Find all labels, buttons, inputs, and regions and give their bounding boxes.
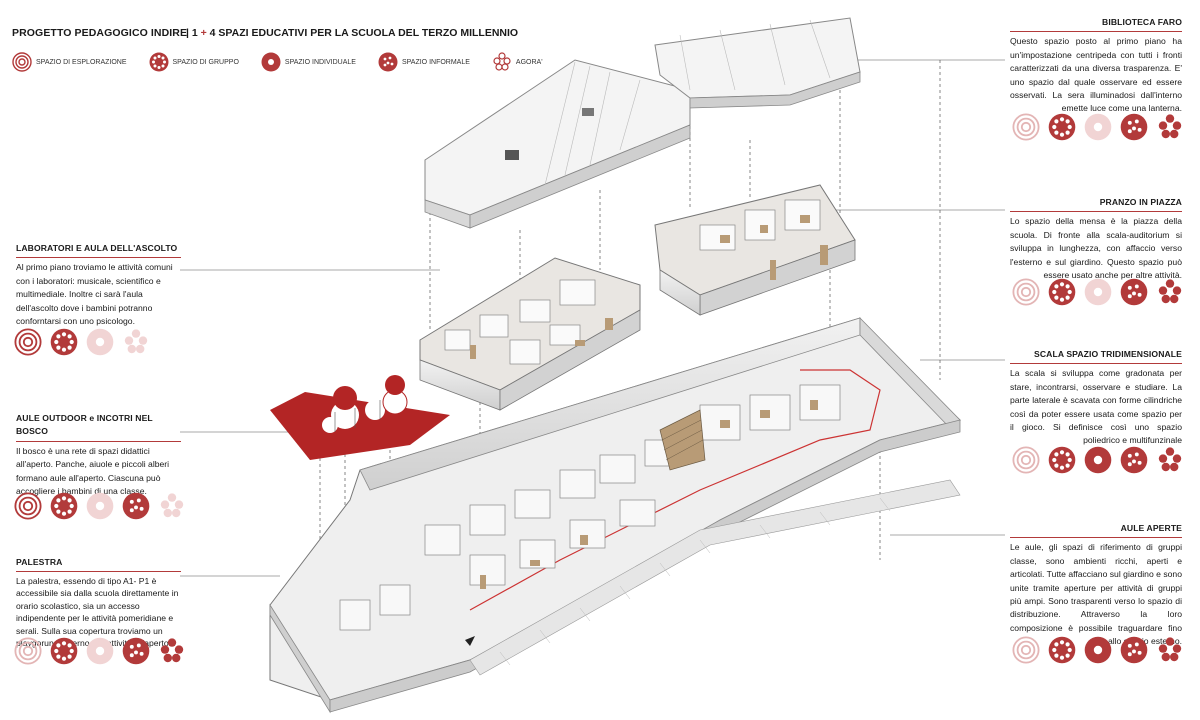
solid-disc-icon — [86, 328, 114, 356]
section-body: La scala si sviluppa come gradonata per … — [1010, 368, 1182, 446]
concentric-rings-icon — [14, 328, 42, 356]
section-rule — [16, 440, 181, 442]
project-subtitle: | 1 + 4 SPAZI EDUCATIVI PER LA SCUOLA DE… — [186, 27, 518, 39]
ring-of-dots-icon — [149, 52, 169, 72]
solid-disc-icon — [1084, 113, 1112, 141]
ground-floor — [269, 317, 962, 714]
cluster-circles-icon — [493, 52, 511, 71]
section-biblioteca-icons — [1012, 113, 1184, 141]
legend-label: SPAZIO DI GRUPPO — [172, 58, 239, 66]
section-rule — [16, 257, 181, 259]
section-body: Al primo piano troviamo le attività comu… — [16, 262, 173, 327]
section-aule-outdoor-icons — [14, 492, 186, 520]
legend-label: SPAZIO DI ESPLORAZIONE — [36, 58, 127, 66]
legend-label: SPAZIO INDIVIDUALE — [284, 58, 356, 66]
section-body: Le aule, gli spazi di riferimento di gru… — [1010, 542, 1182, 647]
section-rule — [1010, 211, 1182, 213]
dotted-disc-icon — [122, 492, 150, 520]
concentric-rings-icon — [1012, 446, 1040, 474]
concentric-rings-icon — [1012, 636, 1040, 664]
section-pranzo-icons — [1012, 278, 1184, 306]
section-aule-aperte-icons — [1012, 636, 1184, 664]
section-body: Lo spazio della mensa è la piazza della … — [1010, 216, 1182, 281]
cluster-circles-icon — [1158, 114, 1182, 139]
solid-disc-icon — [86, 492, 114, 520]
legend-label: SPAZIO INFORMALE — [401, 58, 470, 66]
section-title: SCALA SPAZIO TRIDIMENSIONALE — [1034, 349, 1182, 359]
section-aule-aperte: AULE APERTE Le aule, gli spazi di riferi… — [1010, 522, 1182, 649]
ring-of-dots-icon — [50, 492, 78, 520]
dotted-disc-icon — [1120, 636, 1148, 664]
section-rule — [1010, 537, 1182, 539]
callout-lines — [180, 59, 1005, 577]
solid-disc-icon — [1084, 446, 1112, 474]
subtitle-prefix: | 1 — [186, 27, 198, 39]
section-palestra: PALESTRA La palestra, essendo di tipo A1… — [16, 556, 181, 650]
section-title: BIBLIOTECA FARO — [1102, 17, 1182, 27]
first-floor-labs — [419, 257, 641, 411]
section-biblioteca: BIBLIOTECA FARO Questo spazio posto al p… — [1010, 16, 1182, 116]
cluster-circles-icon — [1158, 447, 1182, 472]
section-laboratori: LABORATORI E AULA DELL'ASCOLTO Al primo … — [16, 242, 181, 328]
ring-of-dots-icon — [1048, 278, 1076, 306]
solid-disc-icon — [261, 52, 281, 72]
section-pranzo: PRANZO IN PIAZZA Lo spazio della mensa è… — [1010, 196, 1182, 282]
outdoor-playground-red — [270, 375, 450, 460]
section-rule — [1010, 363, 1182, 365]
concentric-rings-icon — [1012, 113, 1040, 141]
section-palestra-icons — [14, 637, 186, 665]
cluster-circles-icon — [160, 493, 184, 518]
dotted-disc-icon — [1120, 446, 1148, 474]
solid-disc-icon — [86, 637, 114, 665]
dotted-disc-icon — [1120, 278, 1148, 306]
section-title: LABORATORI E AULA DELL'ASCOLTO — [16, 243, 178, 253]
section-aule-outdoor: AULE OUTDOOR e INCOTRI NEL BOSCO Il bosc… — [16, 412, 181, 498]
section-rule — [16, 570, 181, 572]
concentric-rings-icon — [14, 492, 42, 520]
solid-disc-icon — [1084, 278, 1112, 306]
dotted-disc-icon — [122, 637, 150, 665]
ring-of-dots-icon — [1048, 113, 1076, 141]
roof-slab — [424, 17, 861, 229]
concentric-rings-icon — [1012, 278, 1040, 306]
subtitle-plus: + — [197, 27, 210, 39]
section-title: PALESTRA — [16, 557, 63, 567]
solid-disc-icon — [1084, 636, 1112, 664]
section-title: PRANZO IN PIAZZA — [1099, 197, 1182, 207]
section-scala: SCALA SPAZIO TRIDIMENSIONALE La scala si… — [1010, 348, 1182, 448]
cluster-circles-icon — [1158, 637, 1182, 662]
cluster-circles-icon — [124, 329, 148, 354]
project-title: PROGETTO PEDAGOGICO INDIRE — [12, 27, 188, 39]
section-rule — [1010, 31, 1182, 33]
ring-of-dots-icon — [50, 328, 78, 356]
section-body: Il bosco è una rete di spazi didattici a… — [16, 445, 170, 497]
section-title: AULE APERTE — [1120, 523, 1182, 533]
section-scala-icons — [1012, 446, 1184, 474]
concentric-rings-icon — [12, 52, 32, 72]
legend-item-informale: SPAZIO INFORMALE — [378, 52, 470, 72]
cluster-circles-icon — [160, 638, 184, 663]
dotted-disc-icon — [1120, 113, 1148, 141]
section-body: Questo spazio posto al primo piano ha un… — [1010, 36, 1182, 114]
legend-item-esplorazione: SPAZIO DI ESPLORAZIONE — [12, 52, 127, 72]
legend-label: AGORA' — [515, 58, 543, 66]
first-floor-library — [654, 184, 856, 316]
ring-of-dots-icon — [1048, 636, 1076, 664]
subtitle-rest: 4 SPAZI EDUCATIVI PER LA SCUOLA DEL TERZ… — [209, 27, 519, 39]
dotted-disc-icon — [378, 52, 398, 72]
concentric-rings-icon — [14, 637, 42, 665]
section-laboratori-icons — [14, 328, 150, 356]
legend-item-individuale: SPAZIO INDIVIDUALE — [261, 52, 356, 72]
space-type-legend: SPAZIO DI ESPLORAZIONE SPAZIO DI GRUPPO … — [12, 52, 565, 72]
cluster-circles-icon — [1158, 279, 1182, 304]
legend-item-gruppo: SPAZIO DI GRUPPO — [149, 52, 239, 72]
legend-item-agora: AGORA' — [492, 52, 543, 72]
section-title: AULE OUTDOOR e INCOTRI NEL BOSCO — [16, 413, 153, 437]
ring-of-dots-icon — [1048, 446, 1076, 474]
ring-of-dots-icon — [50, 637, 78, 665]
